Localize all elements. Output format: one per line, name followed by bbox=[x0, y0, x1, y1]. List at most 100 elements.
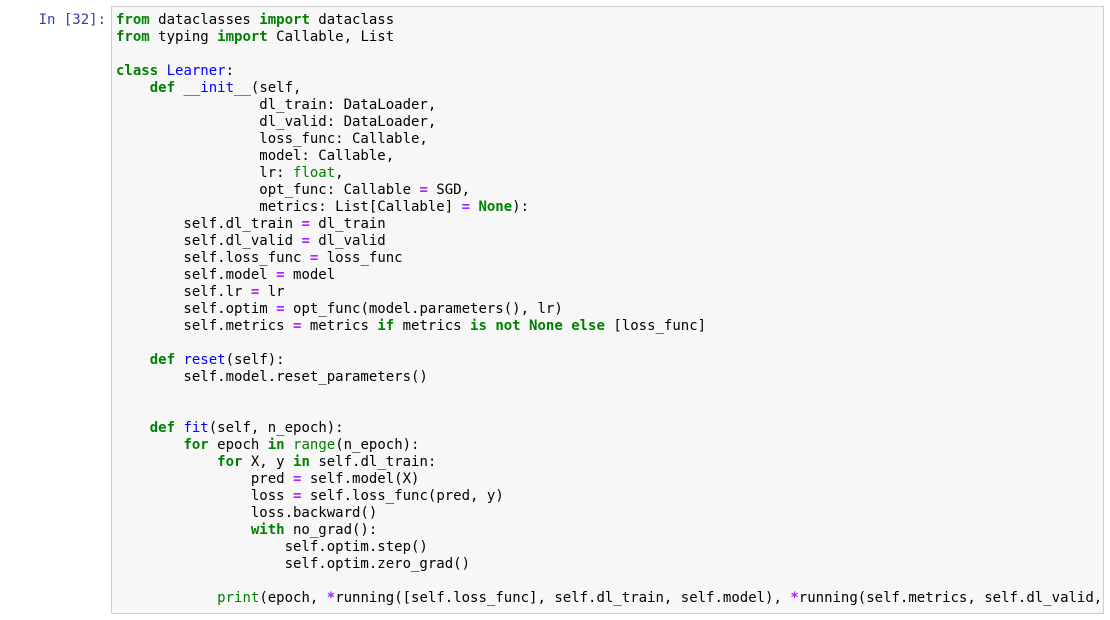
code-line: from dataclasses import dataclass bbox=[116, 12, 1103, 29]
code-line: self.dl_train = dl_train bbox=[116, 216, 1103, 233]
code-token: for bbox=[217, 454, 243, 470]
code-line: self.optim.zero_grad() bbox=[116, 556, 1103, 573]
code-token bbox=[116, 352, 150, 368]
code-line: self.loss_func = loss_func bbox=[116, 250, 1103, 267]
code-token: import bbox=[217, 29, 268, 45]
code-line bbox=[116, 335, 1103, 352]
code-token: Learner bbox=[166, 63, 226, 79]
code-token: None bbox=[478, 199, 513, 215]
code-token: self.model(X) bbox=[301, 471, 420, 487]
code-token: = bbox=[293, 318, 302, 334]
code-token: self.lr bbox=[116, 284, 251, 300]
code-line: def reset(self): bbox=[116, 352, 1103, 369]
code-token: (self, n_epoch): bbox=[208, 420, 344, 436]
code-token bbox=[116, 80, 150, 96]
code-line: print(epoch, *running([self.loss_func], … bbox=[116, 590, 1103, 607]
code-token bbox=[116, 454, 217, 470]
code-token: else bbox=[571, 318, 605, 334]
code-token: import bbox=[259, 12, 310, 28]
code-token bbox=[563, 318, 571, 334]
code-token: dl_valid bbox=[309, 233, 386, 249]
code-token: float bbox=[293, 165, 336, 181]
code-token bbox=[116, 420, 150, 436]
code-token: opt_func(model.parameters(), lr) bbox=[284, 301, 563, 317]
code-token bbox=[521, 318, 529, 334]
code-token: loss_func: Callable, bbox=[116, 131, 428, 147]
code-line: for epoch in range(n_epoch): bbox=[116, 437, 1103, 454]
code-token: metrics bbox=[301, 318, 378, 334]
code-token: self.optim.zero_grad() bbox=[116, 556, 471, 572]
code-token: no_grad(): bbox=[284, 522, 378, 538]
code-line: from typing import Callable, List bbox=[116, 29, 1103, 46]
code-token: loss.backward() bbox=[116, 505, 378, 521]
code-token: self.loss_func bbox=[116, 250, 310, 266]
code-token: self.dl_train bbox=[116, 216, 302, 232]
code-token bbox=[116, 437, 183, 453]
code-token: for bbox=[183, 437, 209, 453]
code-token: dl_valid: DataLoader, bbox=[116, 114, 437, 130]
code-line bbox=[116, 403, 1103, 420]
code-token: = bbox=[250, 284, 260, 300]
code-line: loss.backward() bbox=[116, 505, 1103, 522]
code-token: lr: bbox=[116, 165, 294, 181]
code-line: pred = self.model(X) bbox=[116, 471, 1103, 488]
code-token: in bbox=[293, 454, 310, 470]
code-token: if bbox=[377, 318, 395, 334]
code-line: self.model = model bbox=[116, 267, 1103, 284]
code-token: dl_train: DataLoader, bbox=[116, 97, 437, 113]
code-line: def __init__(self, bbox=[116, 80, 1103, 97]
code-token: opt_func: Callable bbox=[116, 182, 420, 198]
code-line: self.model.reset_parameters() bbox=[116, 369, 1103, 386]
code-line: self.optim = opt_func(model.parameters()… bbox=[116, 301, 1103, 318]
code-token: self.optim bbox=[116, 301, 277, 317]
code-token: (epoch, bbox=[259, 590, 327, 606]
code-token: self.metrics bbox=[116, 318, 294, 334]
code-token: (n_epoch): bbox=[335, 437, 420, 453]
code-token: metrics bbox=[394, 318, 471, 334]
code-token: [loss_func] bbox=[604, 318, 707, 334]
code-token: (self): bbox=[225, 352, 285, 368]
code-line: loss = self.loss_func(pred, y) bbox=[116, 488, 1103, 505]
code-line: self.lr = lr bbox=[116, 284, 1103, 301]
code-token bbox=[158, 63, 166, 79]
code-token: self.model bbox=[116, 267, 277, 283]
code-token: self.dl_train: bbox=[309, 454, 437, 470]
code-token: typing bbox=[149, 29, 218, 45]
code-line: self.metrics = metrics if metrics is not… bbox=[116, 318, 1103, 335]
code-line: class Learner: bbox=[116, 63, 1103, 80]
code-token: is not bbox=[470, 318, 521, 334]
code-token: self.loss_func(pred, y) bbox=[301, 488, 504, 504]
code-token: ): bbox=[512, 199, 530, 215]
code-line: opt_func: Callable = SGD, bbox=[116, 182, 1103, 199]
code-token: epoch bbox=[208, 437, 268, 453]
code-token: lr bbox=[259, 284, 285, 300]
code-token: fit bbox=[183, 420, 209, 436]
code-token: Callable, List bbox=[267, 29, 395, 45]
code-line bbox=[116, 46, 1103, 63]
code-token: loss bbox=[116, 488, 294, 504]
code-token: = bbox=[309, 250, 319, 266]
code-token: with bbox=[250, 522, 285, 538]
code-token: * bbox=[790, 590, 799, 606]
code-token: print bbox=[217, 590, 260, 606]
code-token: def bbox=[149, 80, 176, 96]
code-line: dl_train: DataLoader, bbox=[116, 97, 1103, 114]
code-token: def bbox=[149, 420, 176, 436]
code-token: running([self.loss_func], self.dl_train,… bbox=[335, 590, 791, 606]
code-line: dl_valid: DataLoader, bbox=[116, 114, 1103, 131]
code-line: with no_grad(): bbox=[116, 522, 1103, 539]
code-token: * bbox=[326, 590, 336, 606]
code-line: loss_func: Callable, bbox=[116, 131, 1103, 148]
code-token: range bbox=[293, 437, 336, 453]
code-token: X, y bbox=[242, 454, 294, 470]
code-token: = bbox=[276, 267, 285, 283]
code-token: def bbox=[149, 352, 176, 368]
code-token: class bbox=[116, 63, 159, 79]
code-token: metrics: List[Callable] bbox=[116, 199, 462, 215]
code-token: SGD, bbox=[427, 182, 471, 198]
code-token: from bbox=[116, 29, 150, 45]
code-token: dataclasses bbox=[149, 12, 260, 28]
code-token: from bbox=[116, 12, 150, 28]
